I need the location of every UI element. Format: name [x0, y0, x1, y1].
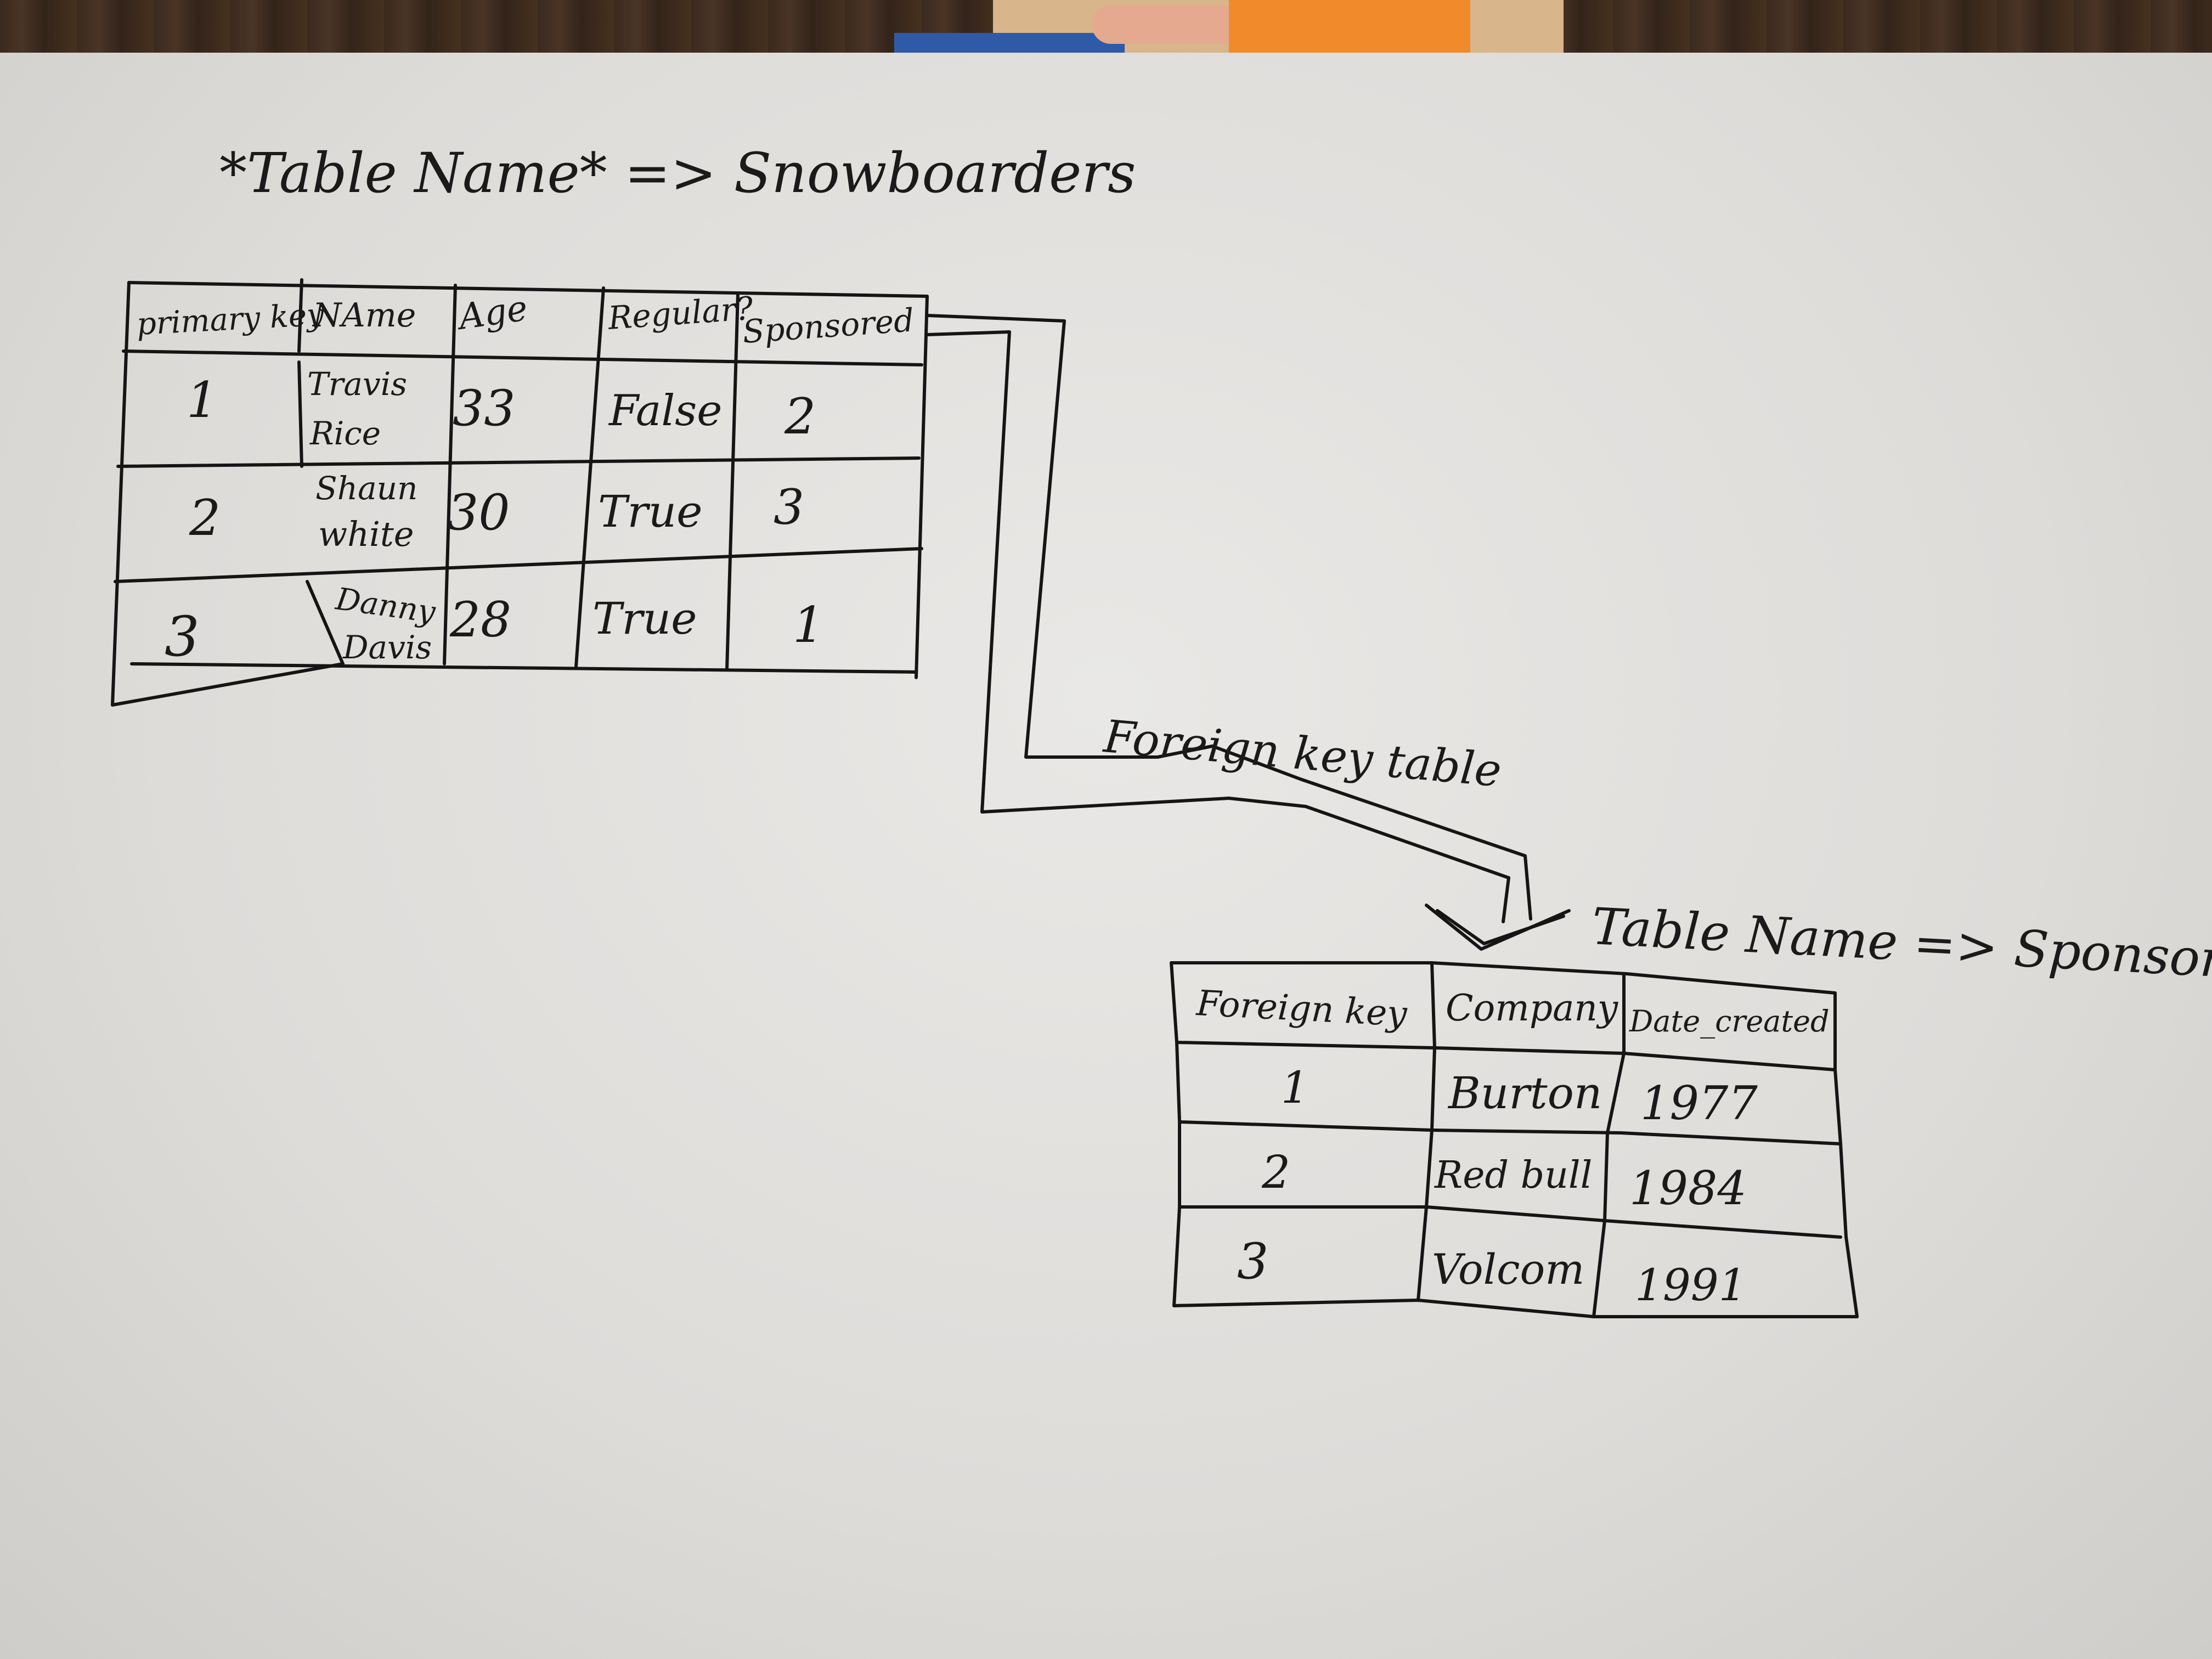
header-primary-key: primary key	[136, 297, 325, 342]
sponsors-table-grid	[1170, 961, 1859, 1318]
cell-regular: False	[608, 386, 722, 436]
sponsors-row-1: 1 Burton 1977	[1281, 1062, 1758, 1130]
cell-pk: 1	[187, 371, 218, 429]
cell-fk: 1	[1281, 1062, 1309, 1113]
cell-company: Volcom	[1432, 1245, 1584, 1294]
cell-fk: 2	[1261, 1147, 1290, 1199]
snowboarders-row-1: 1 Travis Rice 33 False 2	[187, 365, 816, 452]
table2-title: Table Name => Sponsors	[1590, 897, 2212, 990]
cell-fk: 3	[1237, 1233, 1268, 1290]
header-sponsored: Sponsored	[741, 301, 915, 351]
sponsors-row-3: 3 Volcom 1991	[1237, 1233, 1747, 1311]
cell-name-first: Travis	[307, 365, 407, 403]
cell-date: 1991	[1635, 1260, 1747, 1311]
sponsors-row-2: 2 Red bull 1984	[1261, 1147, 1747, 1215]
cell-name-first: Danny	[333, 581, 438, 630]
sponsors-header-row: Foreign key Company Date_created	[1195, 983, 1829, 1039]
cell-pk: 2	[189, 489, 221, 547]
cell-age: 33	[453, 380, 516, 437]
cell-name-last: Rice	[309, 415, 381, 452]
cell-age: 28	[449, 591, 511, 648]
header-name: NAme	[312, 296, 416, 335]
header-age: Age	[454, 288, 530, 338]
cell-sponsored: 3	[774, 479, 804, 535]
snowboarders-row-2: 2 Shaun white 30 True 3	[189, 470, 804, 554]
cell-company: Red bull	[1434, 1154, 1592, 1197]
cell-date: 1984	[1629, 1161, 1747, 1215]
paper-sheet	[0, 53, 2212, 1659]
cell-pk: 3	[165, 605, 200, 669]
cell-date: 1977	[1640, 1076, 1758, 1130]
connector-label: Foreign key table	[1101, 710, 1503, 797]
header-foreign-key: Foreign key	[1195, 983, 1408, 1035]
cell-name-last: white	[318, 514, 414, 554]
cell-regular: True	[598, 486, 702, 537]
background-photo	[894, 0, 1564, 55]
cell-sponsored: 1	[793, 596, 824, 654]
cell-age: 30	[447, 484, 510, 541]
header-regular: Regular?	[606, 290, 754, 337]
snowboarders-table-grid	[111, 278, 929, 707]
header-company: Company	[1446, 987, 1618, 1029]
cell-name-first: Shaun	[315, 470, 417, 507]
cell-company: Burton	[1447, 1068, 1602, 1119]
cell-name-last: Davis	[342, 629, 432, 666]
header-date-created: Date_created	[1629, 1004, 1830, 1039]
cell-regular: True	[592, 593, 697, 644]
snowboarders-row-3: 3 Danny Davis 28 True 1	[165, 581, 824, 669]
table1-title: *Table Name* => Snowboarders	[219, 141, 1136, 205]
snowboarders-header-row: primary key NAme Age Regular? Sponsored	[136, 288, 915, 351]
foreign-key-connector	[926, 314, 1571, 951]
cell-sponsored: 2	[784, 388, 816, 445]
